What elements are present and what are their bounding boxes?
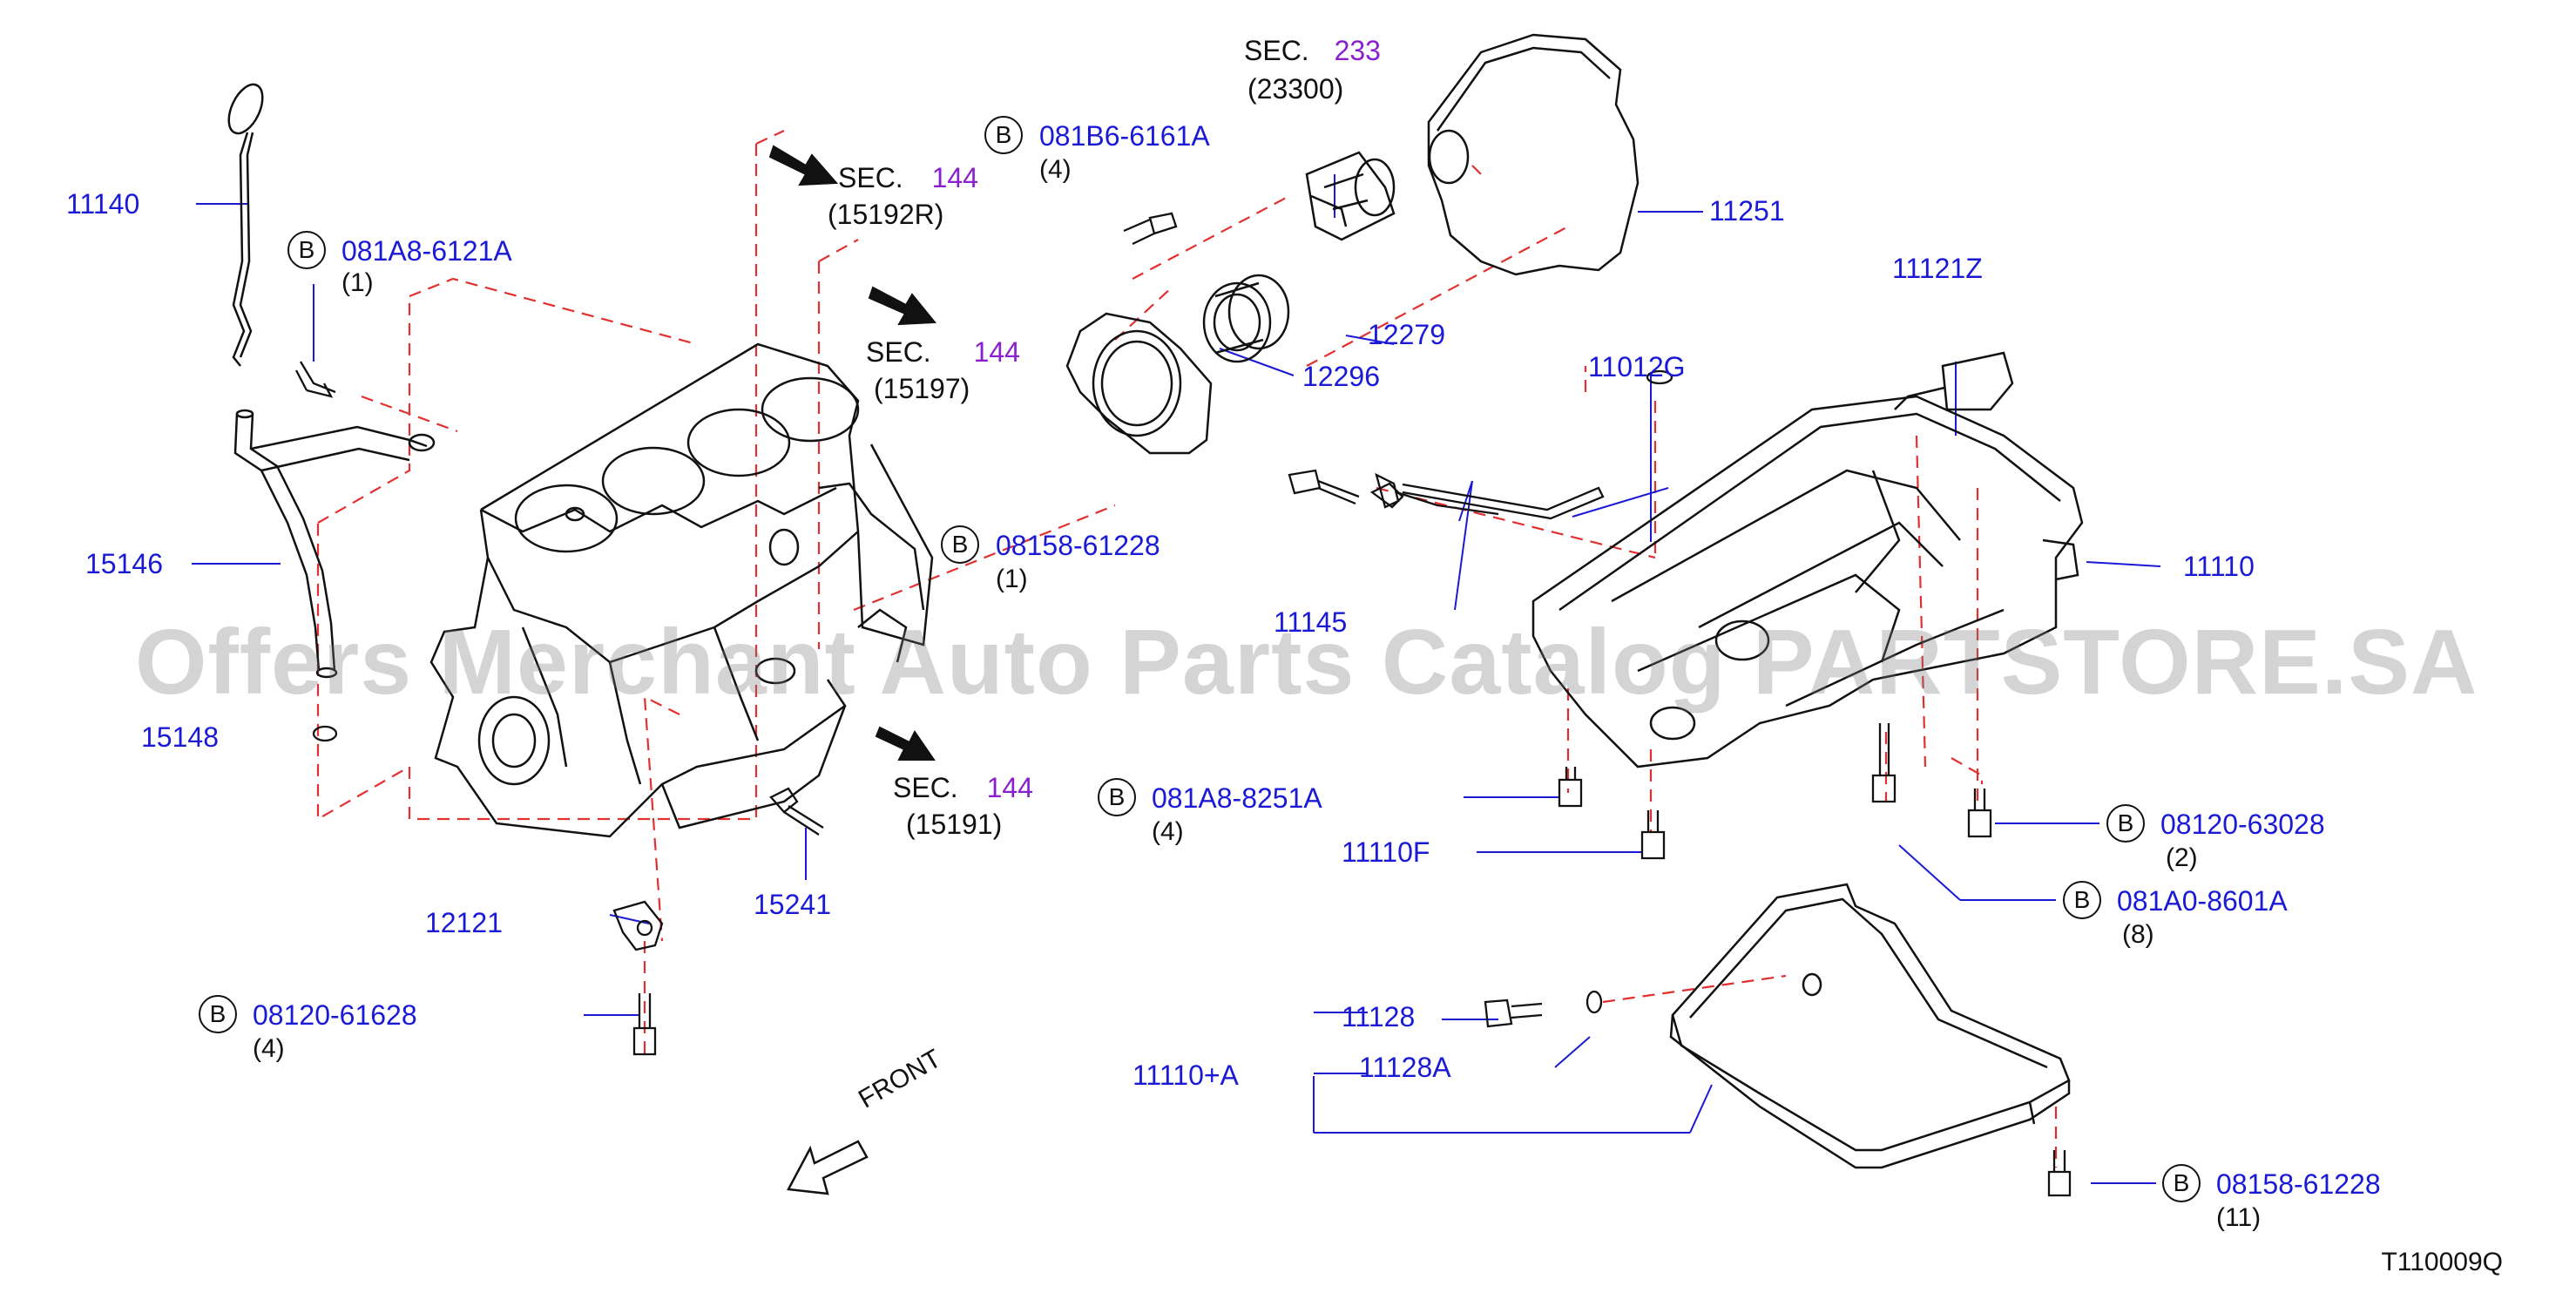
section-number: 233: [1334, 35, 1381, 66]
section-ref-s4[interactable]: SEC. 233: [1244, 37, 1381, 64]
seal-retainer-12296: [1065, 312, 1213, 455]
section-ref-s1[interactable]: SEC. 144: [838, 164, 978, 192]
bolt-qty-b3: (1): [996, 565, 1028, 593]
bolt-label-08120-63028[interactable]: 08120-63028: [2160, 809, 2325, 840]
part-label-11110A[interactable]: 11110+A: [1132, 1059, 1239, 1091]
cylinder-block: [429, 342, 934, 838]
section-label: SEC.: [893, 772, 958, 803]
section-label: SEC.: [838, 162, 903, 193]
part-label-11012G[interactable]: 11012G: [1588, 351, 1686, 382]
section-arrows: [768, 145, 937, 761]
part-label-15146[interactable]: 15146: [85, 548, 163, 579]
oil-dipstick-11140: [227, 83, 264, 367]
bolt-marker-b2: B: [984, 116, 1023, 154]
section-label: SEC.: [866, 336, 931, 368]
bolt-label-081A8-8251A[interactable]: 081A8-8251A: [1152, 782, 1322, 814]
oil-strainer-11121Z: [1894, 351, 2014, 411]
part-label-11110[interactable]: 11110: [2183, 551, 2255, 582]
bolt-qty-b1: (1): [341, 268, 374, 297]
bolt-qty-b8: (11): [2216, 1203, 2262, 1232]
dipstick-guide-tube-15146: [233, 409, 436, 679]
section-sub-s1: (15192R): [828, 199, 944, 230]
part-label-11128A[interactable]: 11128A: [1359, 1052, 1451, 1083]
bolt-marker-b7: B: [2063, 881, 2101, 919]
diagram-code: T110009Q: [2381, 1248, 2503, 1276]
bolt-label-081A8-6121A[interactable]: 081A8-6121A: [341, 235, 512, 267]
section-sub-s2: (15197): [874, 373, 970, 404]
part-label-11110F[interactable]: 11110F: [1342, 836, 1430, 868]
bolt-marker-b4: B: [1098, 778, 1136, 816]
upper-oil-pan-11110: [1531, 395, 2084, 768]
bolts: [294, 212, 2072, 1197]
bolt-qty-b6: (2): [2166, 843, 2198, 872]
part-label-12279[interactable]: 12279: [1368, 319, 1445, 350]
watermark: Offers Merchant Auto Parts Catalog PARTS…: [135, 611, 2478, 714]
part-label-11140[interactable]: 11140: [66, 188, 140, 220]
section-ref-s2[interactable]: SEC. 144: [866, 338, 1020, 366]
bolt-qty-b2: (4): [1039, 155, 1072, 184]
bolt-qty-b4: (4): [1152, 817, 1184, 846]
part-label-15241[interactable]: 15241: [754, 889, 831, 920]
bolt-marker-b6: B: [2106, 804, 2145, 843]
part-label-11121Z[interactable]: 11121Z: [1892, 253, 1983, 284]
part-label-15148[interactable]: 15148: [141, 721, 219, 753]
bolt-marker-b8: B: [2162, 1164, 2201, 1202]
section-ref-s3[interactable]: SEC. 144: [893, 774, 1033, 802]
assembly-lines: [316, 130, 2058, 1168]
bolt-qty-b7: (8): [2122, 920, 2154, 949]
part-label-11251[interactable]: 11251: [1709, 195, 1785, 227]
bolt-label-08158-61228[interactable]: 08158-61228: [996, 530, 1160, 561]
bolt-marker-b5: B: [199, 995, 237, 1033]
section-number: 144: [931, 162, 978, 193]
lower-oil-pan-11110A: [1669, 883, 2071, 1169]
bolt-label-081B6-6161A[interactable]: 081B6-6161A: [1039, 120, 1210, 152]
part-label-12121[interactable]: 12121: [425, 907, 503, 938]
rear-oil-seal-12279: [1202, 274, 1290, 363]
section-sub-s3: (15191): [906, 809, 1003, 840]
section-number: 144: [973, 336, 1020, 368]
bracket-12121: [612, 900, 664, 951]
leader-lines: [192, 174, 2161, 1184]
section-number: 144: [986, 772, 1033, 803]
bolt-label-08120-61628[interactable]: 08120-61628: [253, 999, 417, 1031]
part-label-11128[interactable]: 11128: [1342, 1001, 1416, 1032]
bolt-label-081A0-8601A[interactable]: 081A0-8601A: [2117, 885, 2288, 917]
bolt-marker-b3: B: [941, 525, 979, 564]
bolt-marker-b1: B: [287, 231, 326, 269]
starter-motor: [1305, 151, 1396, 241]
section-sub-s4: (23300): [1247, 73, 1344, 105]
bolt-label-08158-61228-b8[interactable]: 08158-61228: [2216, 1168, 2381, 1200]
bolt-qty-b5: (4): [253, 1034, 285, 1063]
part-label-12296[interactable]: 12296: [1302, 361, 1380, 392]
part-label-11145[interactable]: 11145: [1274, 606, 1348, 638]
front-arrow-icon: [787, 1140, 869, 1195]
rod-11145: [1369, 482, 1605, 520]
section-label: SEC.: [1244, 35, 1309, 66]
rear-plate-11251: [1427, 33, 1640, 276]
